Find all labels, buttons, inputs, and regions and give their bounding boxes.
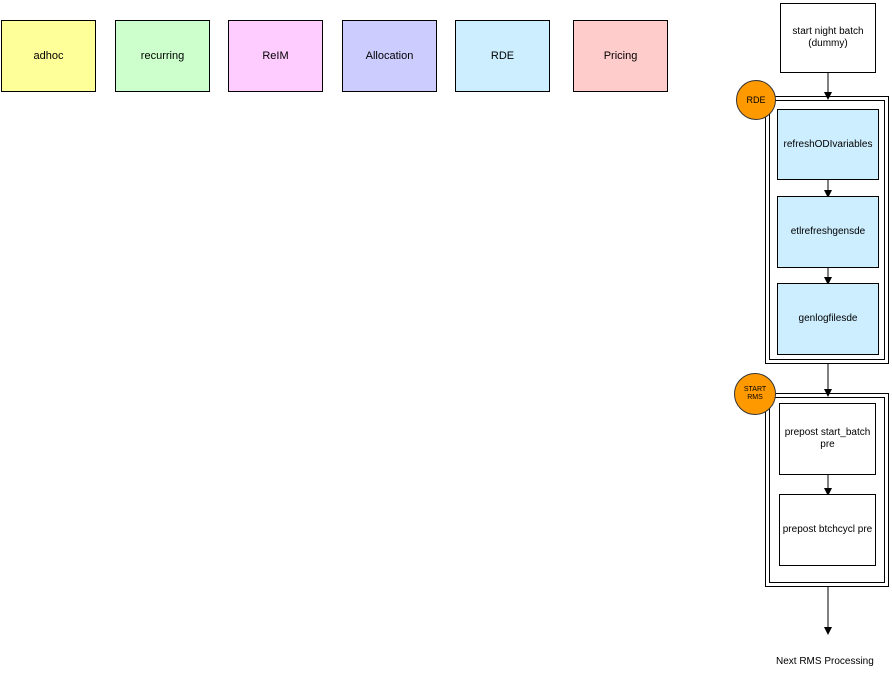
legend-pricing-label: Pricing xyxy=(603,50,638,62)
etl-refresh-gensde-label: etlrefreshgensde xyxy=(790,226,866,237)
start-rms-badge: START RMS xyxy=(734,373,776,415)
refresh-odi-variables-label: refreshODIvariables xyxy=(783,138,873,150)
next-rms-processing-label: Next RMS Processing xyxy=(776,656,874,667)
prepost-btchcycl-node: prepost btchcycl pre xyxy=(779,494,876,566)
prepost-start-batch-label: prepost start_batch pre xyxy=(784,427,871,450)
genlog-filesde-node: genlogfilesde xyxy=(777,283,879,355)
prepost-start-batch-node: prepost start_batch pre xyxy=(779,403,876,475)
rde-badge-label: RDE xyxy=(746,94,766,105)
genlog-filesde-label: genlogfilesde xyxy=(798,313,858,324)
rde-group xyxy=(765,96,889,364)
prepost-btchcycl-label: prepost btchcycl pre xyxy=(782,524,873,535)
legend-recurring: recurring xyxy=(115,20,210,92)
legend-adhoc-label: adhoc xyxy=(33,50,64,62)
legend-reim-label: ReIM xyxy=(262,50,289,62)
legend-rde-label: RDE xyxy=(490,50,515,62)
legend-pricing: Pricing xyxy=(573,20,668,92)
refresh-odi-variables-node: refreshODIvariables xyxy=(777,109,879,180)
start-rms-badge-label: START RMS xyxy=(743,386,767,401)
rde-badge: RDE xyxy=(736,80,776,120)
etl-refresh-gensde-node: etlrefreshgensde xyxy=(777,196,879,268)
rde-group-inner-border xyxy=(769,100,885,360)
legend-recurring-label: recurring xyxy=(140,50,185,62)
start-night-batch-label: start night batch (dummy) xyxy=(792,26,864,49)
rms-group-inner-border xyxy=(769,397,885,583)
legend-reim: ReIM xyxy=(228,20,323,92)
legend-rde: RDE xyxy=(455,20,550,92)
legend-allocation-label: Allocation xyxy=(365,50,414,62)
rms-group xyxy=(765,393,889,587)
start-night-batch-node: start night batch (dummy) xyxy=(780,3,876,73)
legend-adhoc: adhoc xyxy=(1,20,96,92)
legend-allocation: Allocation xyxy=(342,20,437,92)
